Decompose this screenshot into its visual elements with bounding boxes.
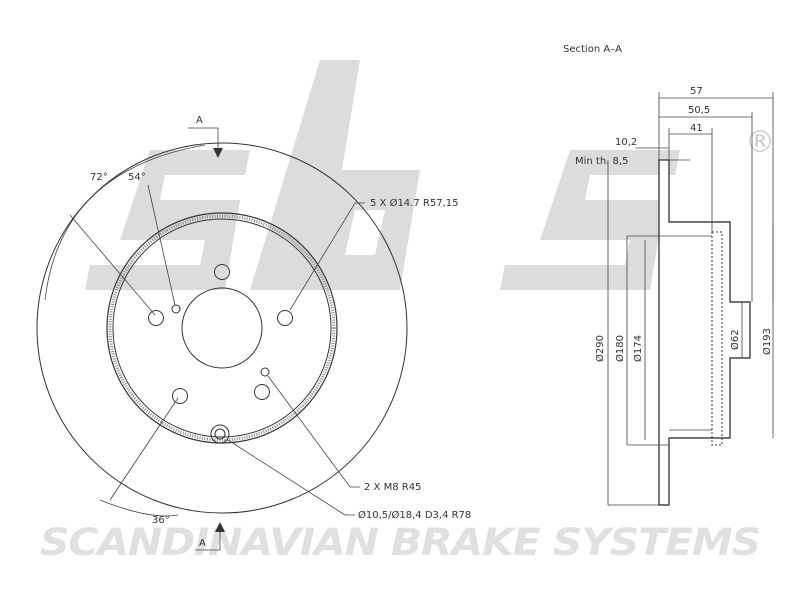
sbs-watermark-logo: SCANDINAVIAN BRAKE SYSTEMS — [40, 60, 761, 564]
section-marker-bottom: A — [199, 538, 206, 549]
dim-50-5: 50,5 — [688, 105, 710, 116]
callout-bolt-holes: 5 X Ø14.7 R57,15 — [370, 197, 458, 209]
threaded-hole — [260, 367, 270, 377]
bolt-hole — [214, 264, 230, 280]
angle-label-54: 54° — [128, 172, 146, 183]
angle-ref-line — [147, 184, 176, 306]
section-title: Section A–A — [563, 44, 622, 55]
hat-ring-texture — [108, 214, 336, 442]
section-arrow-bottom — [215, 522, 225, 532]
section-marker-bottom-line — [195, 525, 221, 551]
watermark-tagline: SCANDINAVIAN BRAKE SYSTEMS — [40, 521, 760, 564]
leader-threads — [267, 375, 360, 488]
dim-10-2: 10,2 — [615, 137, 637, 148]
hat-ring-inner — [112, 218, 332, 438]
angle-arc-upper — [44, 144, 206, 301]
angle-arc-lower — [99, 499, 179, 517]
hat-wall-hatch — [711, 231, 723, 446]
dim-min-thickness: Min th. 8,5 — [575, 156, 628, 167]
disc-outer-edge — [36, 142, 408, 514]
angle-label-72: 72° — [90, 172, 108, 183]
dia-290: Ø290 — [594, 335, 606, 362]
registered-mark: ® — [745, 125, 775, 160]
bolt-hole — [172, 388, 188, 404]
section-arrow-top — [213, 148, 223, 158]
center-bore — [181, 287, 263, 369]
section-marker-top: A — [196, 115, 203, 126]
leader-pin — [227, 439, 355, 516]
dim-57: 57 — [690, 86, 703, 97]
bolt-hole — [254, 384, 270, 400]
section-profile — [658, 159, 751, 506]
bolt-hole — [148, 310, 164, 326]
dia-174: Ø174 — [632, 335, 644, 362]
pin-hole-inner — [214, 428, 226, 440]
dia-180: Ø180 — [614, 335, 626, 362]
bolt-hole — [277, 310, 293, 326]
dia-62: Ø62 — [729, 329, 741, 350]
threaded-hole — [171, 304, 181, 314]
disc-front-view: A A 72° 54° 36° 5 X Ø14.7 R57,15 2 X M8 … — [36, 115, 471, 551]
dim-41: 41 — [690, 123, 703, 134]
callout-threaded-holes: 2 X M8 R45 — [364, 482, 421, 493]
section-marker-top-line — [188, 127, 219, 155]
angle-ref-line — [69, 214, 156, 316]
pin-hole-outer — [210, 424, 230, 444]
dia-193: Ø193 — [761, 328, 773, 355]
leader-holes — [289, 202, 365, 311]
disc-section-view: Section A–A 57 50,5 41 10,2 Min th. 8,5 … — [563, 44, 774, 506]
callout-pin-hole: Ø10,5/Ø18,4 D3,4 R78 — [358, 509, 471, 521]
angle-ref-line — [109, 397, 179, 501]
angle-label-36: 36° — [152, 515, 170, 526]
